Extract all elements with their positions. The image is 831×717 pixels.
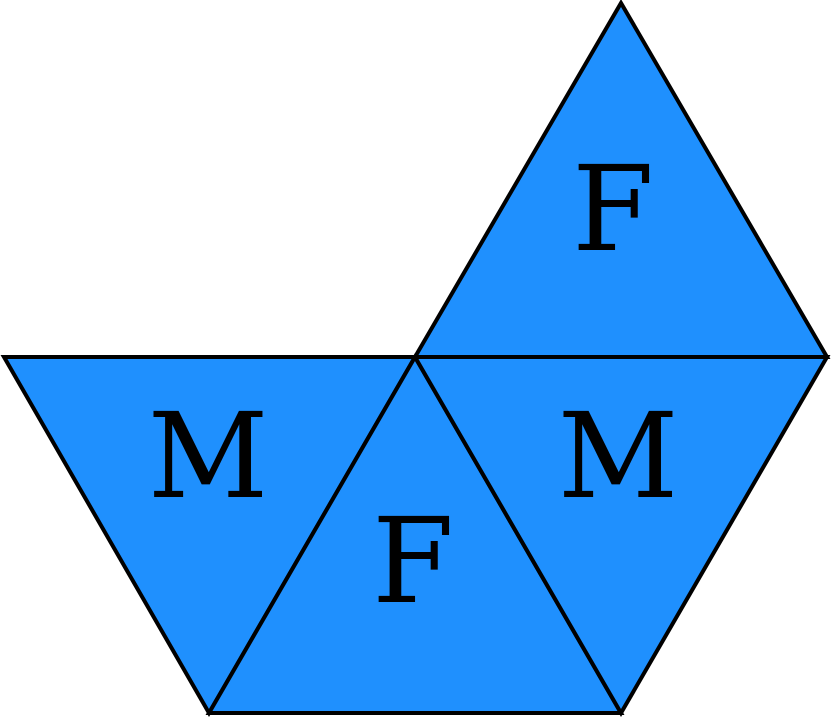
triangle-left: M bbox=[0, 355, 419, 717]
triangle-left-label: M bbox=[148, 387, 269, 525]
triangle-top: F bbox=[411, 0, 831, 359]
triangle-right-label: M bbox=[558, 387, 679, 525]
triangle-right: M bbox=[411, 355, 831, 717]
triangle-top-label: F bbox=[572, 140, 654, 278]
triangle-right-shape bbox=[411, 355, 831, 717]
triangle-center-label: F bbox=[372, 492, 454, 630]
